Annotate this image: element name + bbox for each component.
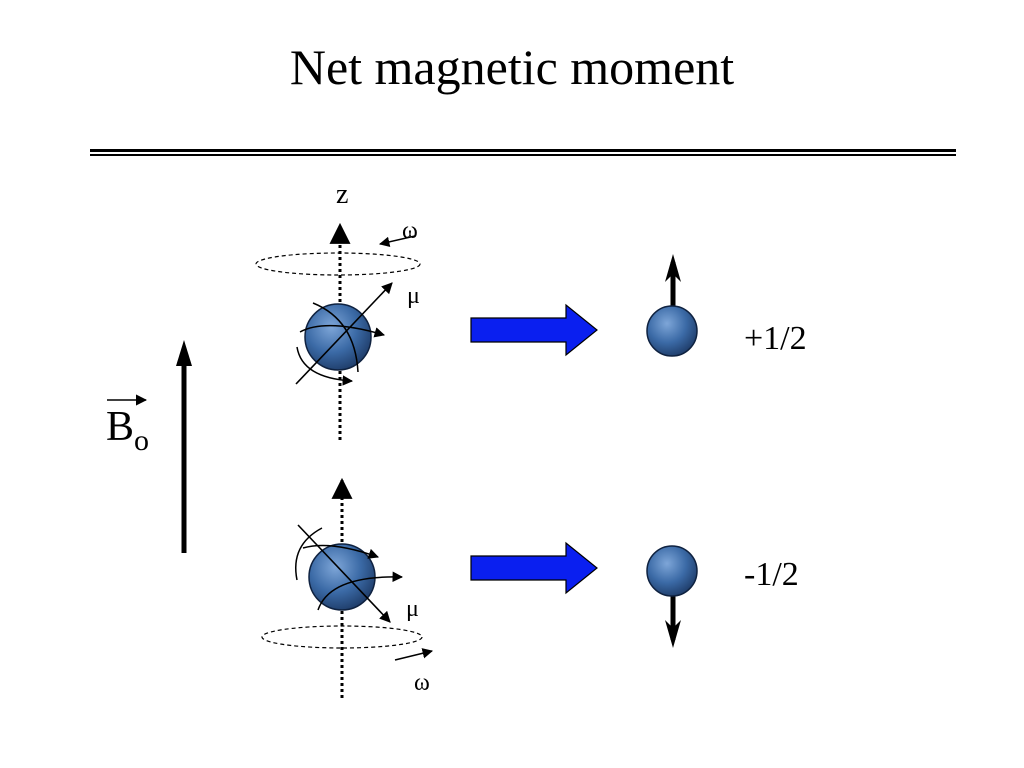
nucleus-spin-down <box>261 477 434 698</box>
spin-up-vector-head <box>665 254 681 282</box>
precession-direction-arrow-bottom <box>394 648 434 661</box>
field-subscript: o <box>134 424 149 457</box>
rotation-arc-top-2 <box>299 325 386 338</box>
rotation-arc-bottom-2 <box>302 544 379 559</box>
nucleus-sphere-bottom <box>308 543 376 611</box>
page-title: Net magnetic moment <box>289 39 735 95</box>
spin-up-sphere <box>646 305 698 357</box>
field-letter: B <box>106 404 134 450</box>
spin-up-label: +1/2 <box>744 320 807 357</box>
magnetic-moment-vector-bottom <box>297 524 391 623</box>
rotation-arc-top-1 <box>312 302 359 373</box>
precession-direction-arrow-top <box>378 235 416 248</box>
mu-label-top: μ <box>407 283 420 309</box>
spin-down-sphere <box>646 545 698 597</box>
spin-down-label: -1/2 <box>744 556 799 593</box>
magnetic-moment-vector-top <box>295 282 393 385</box>
nucleus-spin-up <box>255 222 421 440</box>
spin-down-vector-head <box>665 620 681 648</box>
title-divider-thin <box>90 154 956 156</box>
omega-label-bottom: ω <box>414 670 430 696</box>
precession-orbit-bottom <box>261 625 423 649</box>
block-arrow-bottom <box>470 541 598 595</box>
field-label: Bo <box>106 404 149 457</box>
z-axis-label: z <box>336 179 348 210</box>
rotation-arc-bottom-1 <box>295 527 323 581</box>
rotation-arc-bottom-3 <box>317 571 404 611</box>
mu-label-bottom: μ <box>406 596 419 622</box>
field-arrow-head <box>176 340 192 366</box>
rotation-arc-top-3 <box>296 346 354 386</box>
title-divider-thick <box>90 149 956 152</box>
block-arrow-top <box>470 303 598 357</box>
precession-orbit-top <box>255 252 421 276</box>
omega-label-top: ω <box>402 218 418 244</box>
nucleus-sphere-top <box>304 303 372 371</box>
